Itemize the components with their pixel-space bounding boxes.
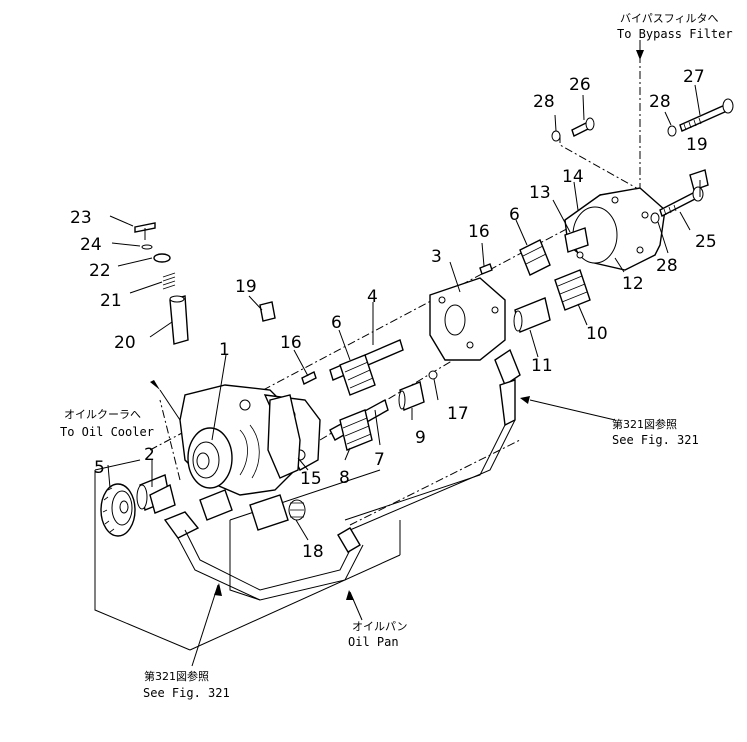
arrow-oilpan-icon <box>346 590 354 600</box>
label-part-5: 5 <box>94 458 105 478</box>
label-part-18: 18 <box>302 542 324 562</box>
outlet-fittings <box>344 348 521 531</box>
drive-gear <box>100 483 136 537</box>
label-part-21: 21 <box>100 291 122 311</box>
label-part-17: 17 <box>447 404 469 424</box>
callout-texts: バイパスフィルタへ To Bypass Filter オイルクーラへ To Oi… <box>60 12 733 700</box>
label-part-20: 20 <box>114 333 136 353</box>
callout-oilpan-jp: オイルパン <box>352 620 408 633</box>
arrow-fig-right-icon <box>520 396 530 404</box>
label-part-14: 14 <box>562 167 584 187</box>
label-part-24: 24 <box>80 235 102 255</box>
arrow-bypass-icon <box>636 50 644 60</box>
label-part-19b: 19 <box>686 135 708 155</box>
label-part-8: 8 <box>339 468 350 488</box>
label-part-26: 26 <box>569 75 591 95</box>
label-part-2: 2 <box>144 445 155 465</box>
callout-cooler-en: To Oil Cooler <box>60 425 154 439</box>
label-part-16b: 16 <box>468 222 490 242</box>
label-part-6a: 6 <box>331 313 342 333</box>
label-part-12: 12 <box>622 274 644 294</box>
label-part-19a: 19 <box>235 277 257 297</box>
callout-arrows <box>150 40 644 667</box>
suction-pipe <box>163 489 364 601</box>
relief-valve-stack <box>134 222 189 345</box>
callout-cooler-jp: オイルクーラへ <box>64 408 141 421</box>
bearings-and-gear <box>398 269 591 411</box>
label-part-11: 11 <box>531 356 553 376</box>
label-part-3: 3 <box>431 247 442 267</box>
label-part-23: 23 <box>70 208 92 228</box>
bushing <box>136 474 176 514</box>
callout-bypass-en: To Bypass Filter <box>617 27 733 41</box>
fitting-18 <box>249 494 306 531</box>
callout-bypass-jp: バイパスフィルタへ <box>620 12 719 25</box>
leader-lines <box>107 84 701 541</box>
pins <box>301 263 493 385</box>
bolts-and-washers <box>551 98 734 224</box>
callout-fig-right-jp: 第321図参照 <box>612 417 677 431</box>
label-part-28c: 28 <box>656 256 678 276</box>
gears <box>339 239 551 451</box>
label-part-4: 4 <box>367 287 378 307</box>
label-part-1: 1 <box>219 340 230 360</box>
arrow-fig-bottom-icon <box>214 583 222 596</box>
gasket-15 <box>267 394 301 479</box>
plugs <box>259 169 709 322</box>
label-part-7: 7 <box>374 450 385 470</box>
arrow-cooler-icon <box>150 380 160 390</box>
callout-fig-right-en: See Fig. 321 <box>612 433 699 447</box>
rear-cover <box>564 187 666 271</box>
part-number-labels: 1 2 3 4 5 6 6 7 8 9 10 11 12 13 14 15 16… <box>70 67 717 562</box>
label-part-22: 22 <box>89 261 111 281</box>
label-part-9: 9 <box>415 428 426 448</box>
label-part-15: 15 <box>300 469 322 489</box>
callout-oilpan-en: Oil Pan <box>348 635 399 649</box>
label-part-10: 10 <box>586 324 608 344</box>
label-part-13: 13 <box>529 183 551 203</box>
label-part-27: 27 <box>683 67 705 87</box>
callout-fig-bottom-en: See Fig. 321 <box>143 686 230 700</box>
label-part-6b: 6 <box>509 205 520 225</box>
callout-fig-bottom-jp: 第321図参照 <box>144 669 209 683</box>
label-part-28b: 28 <box>649 92 671 112</box>
middle-housing <box>429 277 506 361</box>
label-part-28a: 28 <box>533 92 555 112</box>
label-part-25: 25 <box>695 232 717 252</box>
label-part-16a: 16 <box>280 333 302 353</box>
